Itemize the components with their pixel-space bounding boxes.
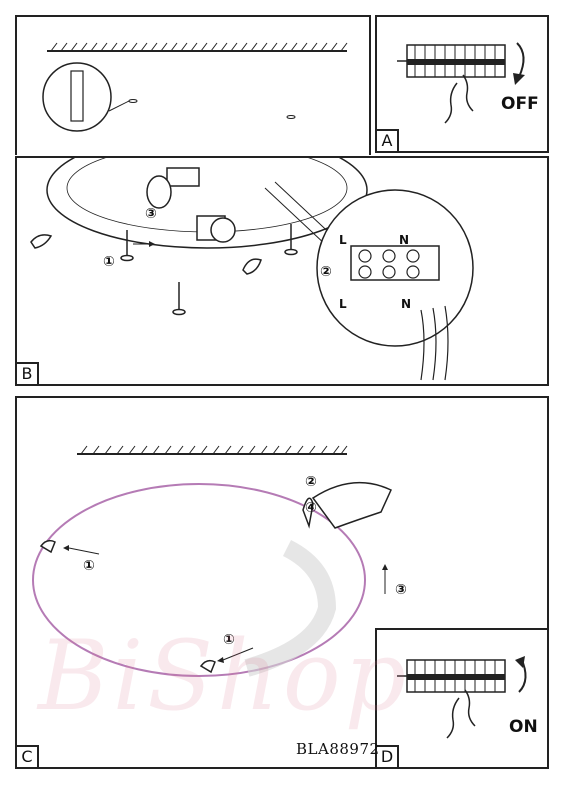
step-3-label-c: ③ (395, 582, 407, 598)
panel-b-top (15, 15, 371, 155)
breaker-on-drawing: ON (377, 630, 547, 767)
model-code: BLA88972 (296, 740, 380, 758)
panel-a: OFF A (375, 15, 549, 153)
terminal-top-l: L (339, 233, 347, 247)
terminal-top-n: N (399, 233, 409, 247)
step-2-label: ② (320, 264, 332, 280)
off-label: OFF (501, 94, 539, 114)
corner-label-b: B (17, 362, 39, 384)
step-1-label-c-bottom: ① (223, 632, 235, 648)
step-2-label-c: ② (305, 474, 317, 490)
step-1-label-c-left: ① (83, 558, 95, 574)
corner-label-c: C (17, 745, 39, 767)
step-4-label-c: ④ (305, 500, 317, 516)
step-3-label: ③ (145, 206, 157, 222)
ceiling-mount-drawing: L N L N ① ② ③ (17, 158, 547, 384)
panel-d: ON D (375, 628, 549, 769)
terminal-bottom-l: L (339, 297, 347, 311)
anchor-inset-drawing (17, 17, 369, 155)
terminal-bottom-n: N (401, 297, 411, 311)
step-1-label: ① (103, 254, 115, 270)
on-label: ON (509, 717, 538, 737)
breaker-off-drawing: OFF (377, 17, 547, 151)
corner-label-d: D (377, 745, 399, 767)
corner-label-a: A (377, 129, 399, 151)
panel-b: L N L N ① ② ③ B (15, 156, 549, 386)
